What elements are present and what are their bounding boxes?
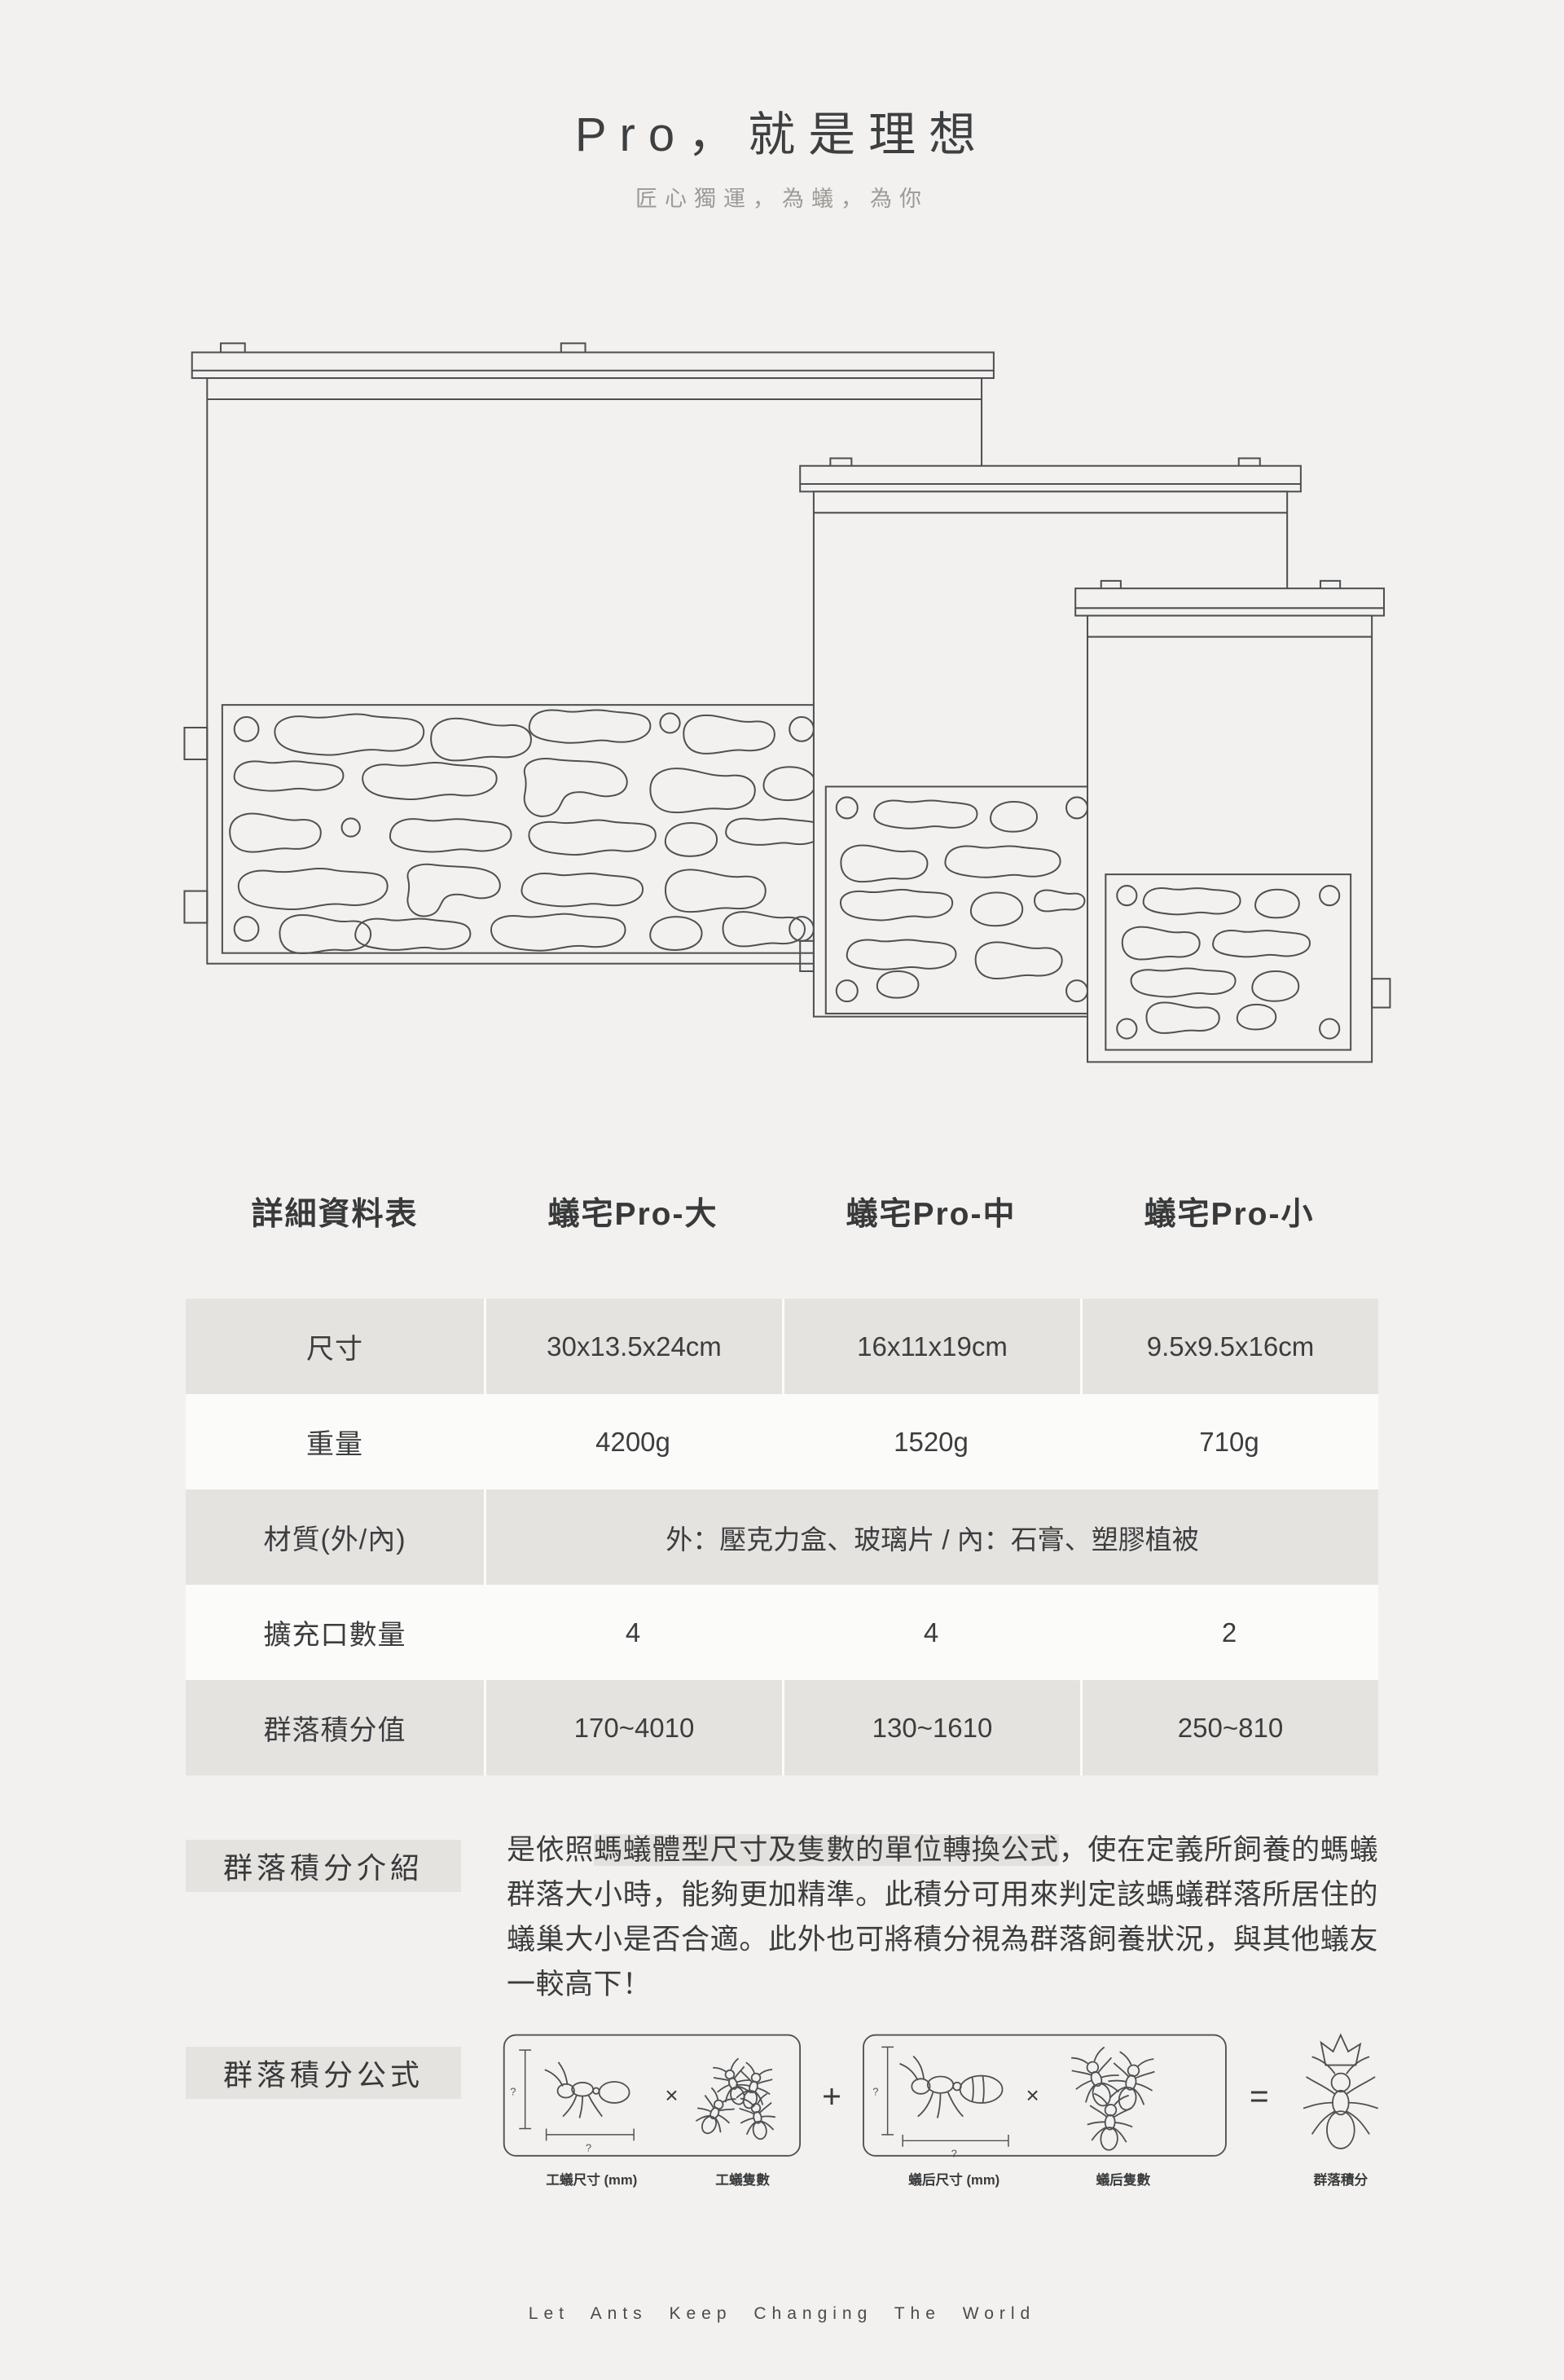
expansion-port bbox=[799, 939, 815, 972]
queen-size-unknown: ? bbox=[872, 2086, 878, 2098]
worker-size-unknown: ? bbox=[510, 2086, 516, 2098]
column-pro-small: 蟻宅Pro-小 bbox=[1144, 1197, 1315, 1232]
page-title: Pro，就是理想 bbox=[574, 108, 990, 161]
row-label: 尺寸 bbox=[306, 1334, 363, 1365]
queen-count-label: 蟻后隻數 bbox=[1096, 2171, 1151, 2188]
worker-ant-icon bbox=[543, 2061, 631, 2120]
table-row-material: 材質(外/內) 外：壓克力盒、玻璃片 / 內：石膏、塑膠植被 bbox=[186, 1489, 1378, 1585]
product-illustration bbox=[183, 342, 1391, 1063]
score-formula-label: 群落積分公式 bbox=[186, 2047, 461, 2099]
nest-small-lid bbox=[1074, 587, 1386, 617]
queen-size-label: 蟻后尺寸 (mm) bbox=[908, 2171, 999, 2188]
worker-count-label: 工蟻隻數 bbox=[715, 2171, 770, 2188]
intro-text-after: ，使在定義所飼養的螞蟻群落大小時，能夠更加精準。此積分可用來判定該螞蟻群落所居住… bbox=[507, 1834, 1378, 2000]
intro-text-before: 是依照 bbox=[507, 1834, 595, 1866]
row-label: 擴充口數量 bbox=[263, 1620, 406, 1651]
table-row-size: 尺寸 30x13.5x24cm 16x11x19cm 9.5x9.5x16cm bbox=[186, 1299, 1378, 1394]
cell-value: 170~4010 bbox=[484, 1680, 782, 1775]
table-row-weight: 重量 4200g 1520g 710g bbox=[186, 1394, 1378, 1489]
worker-length-unknown: ? bbox=[586, 2141, 591, 2153]
column-pro-large: 蟻宅Pro-大 bbox=[547, 1197, 718, 1232]
crown-ant-icon bbox=[1303, 2033, 1378, 2149]
nest-medium-lid bbox=[799, 464, 1302, 493]
cell-value: 30x13.5x24cm bbox=[484, 1299, 782, 1394]
row-label: 群落積分值 bbox=[263, 1715, 406, 1746]
table-row-colony-score: 群落積分值 170~4010 130~1610 250~810 bbox=[186, 1680, 1378, 1775]
queen-size-dimension bbox=[881, 2046, 1009, 2147]
row-label: 重量 bbox=[306, 1429, 363, 1460]
worker-ant-cluster-icon bbox=[688, 2084, 741, 2142]
nest-small bbox=[1074, 579, 1391, 1063]
score-intro-text: 是依照螞蟻體型尺寸及隻數的單位轉換公式，使在定義所飼養的螞蟻群落大小時，能夠更加… bbox=[507, 1828, 1378, 2007]
queen-term-box bbox=[863, 2034, 1227, 2157]
score-formula-diagram: ? ? × + ? ? × = 工蟻尺寸 (mm) 工蟻隻數 蟻后尺寸 (mm)… bbox=[503, 2033, 1401, 2188]
cell-value: 4200g bbox=[595, 1426, 670, 1457]
plus-sign: + bbox=[822, 2078, 841, 2115]
cell-value: 1520g bbox=[894, 1426, 969, 1457]
cell-value: 4 bbox=[923, 1617, 939, 1648]
worker-ant-cluster-icon bbox=[735, 2092, 780, 2144]
queen-ant-cluster-icon bbox=[1084, 2092, 1136, 2153]
nest-large-lid bbox=[191, 351, 995, 380]
spec-table-header: 詳細資料表 蟻宅Pro-大 蟻宅Pro-中 蟻宅Pro-小 bbox=[186, 1183, 1378, 1240]
nest-small-body bbox=[1087, 614, 1373, 1063]
worker-size-dimension bbox=[519, 2049, 635, 2141]
score-intro-label: 群落積分介紹 bbox=[186, 1840, 461, 1892]
page-subtitle: 匠心獨運，為蟻，為你 bbox=[635, 187, 929, 211]
cell-value: 250~810 bbox=[1080, 1680, 1378, 1775]
queen-length-unknown: ? bbox=[951, 2148, 957, 2160]
cell-value: 9.5x9.5x16cm bbox=[1080, 1299, 1378, 1394]
cell-value-span: 外：壓克力盒、玻璃片 / 內：石膏、塑膠植被 bbox=[484, 1489, 1378, 1585]
cell-value: 2 bbox=[1221, 1617, 1237, 1648]
column-pro-medium: 蟻宅Pro-中 bbox=[846, 1197, 1017, 1232]
expansion-port bbox=[183, 890, 209, 924]
spec-table: 尺寸 30x13.5x24cm 16x11x19cm 9.5x9.5x16cm … bbox=[186, 1299, 1378, 1775]
nest-small-panel bbox=[1105, 873, 1352, 1051]
worker-multiply-sign: × bbox=[665, 2083, 678, 2108]
equals-sign: = bbox=[1250, 2078, 1269, 2115]
cell-value: 4 bbox=[625, 1617, 641, 1648]
footer-slogan: Let Ants Keep Changing The World bbox=[528, 2304, 1036, 2323]
expansion-port bbox=[183, 726, 209, 761]
cell-value: 130~1610 bbox=[782, 1680, 1080, 1775]
queen-ant-icon bbox=[898, 2054, 1004, 2120]
cell-value: 16x11x19cm bbox=[782, 1299, 1080, 1394]
queen-multiply-sign: × bbox=[1026, 2083, 1039, 2108]
row-label: 材質(外/內) bbox=[263, 1524, 406, 1555]
worker-term-box bbox=[503, 2034, 802, 2157]
colony-score-label: 群落積分 bbox=[1313, 2171, 1368, 2188]
table-title: 詳細資料表 bbox=[251, 1197, 419, 1232]
worker-size-label: 工蟻尺寸 (mm) bbox=[546, 2171, 637, 2188]
table-row-ports: 擴充口數量 4 4 2 bbox=[186, 1585, 1378, 1680]
expansion-port bbox=[1371, 978, 1391, 1009]
cell-value: 710g bbox=[1199, 1426, 1259, 1457]
intro-text-highlight: 螞蟻體型尺寸及隻數的單位轉換公式 bbox=[594, 1834, 1059, 1866]
